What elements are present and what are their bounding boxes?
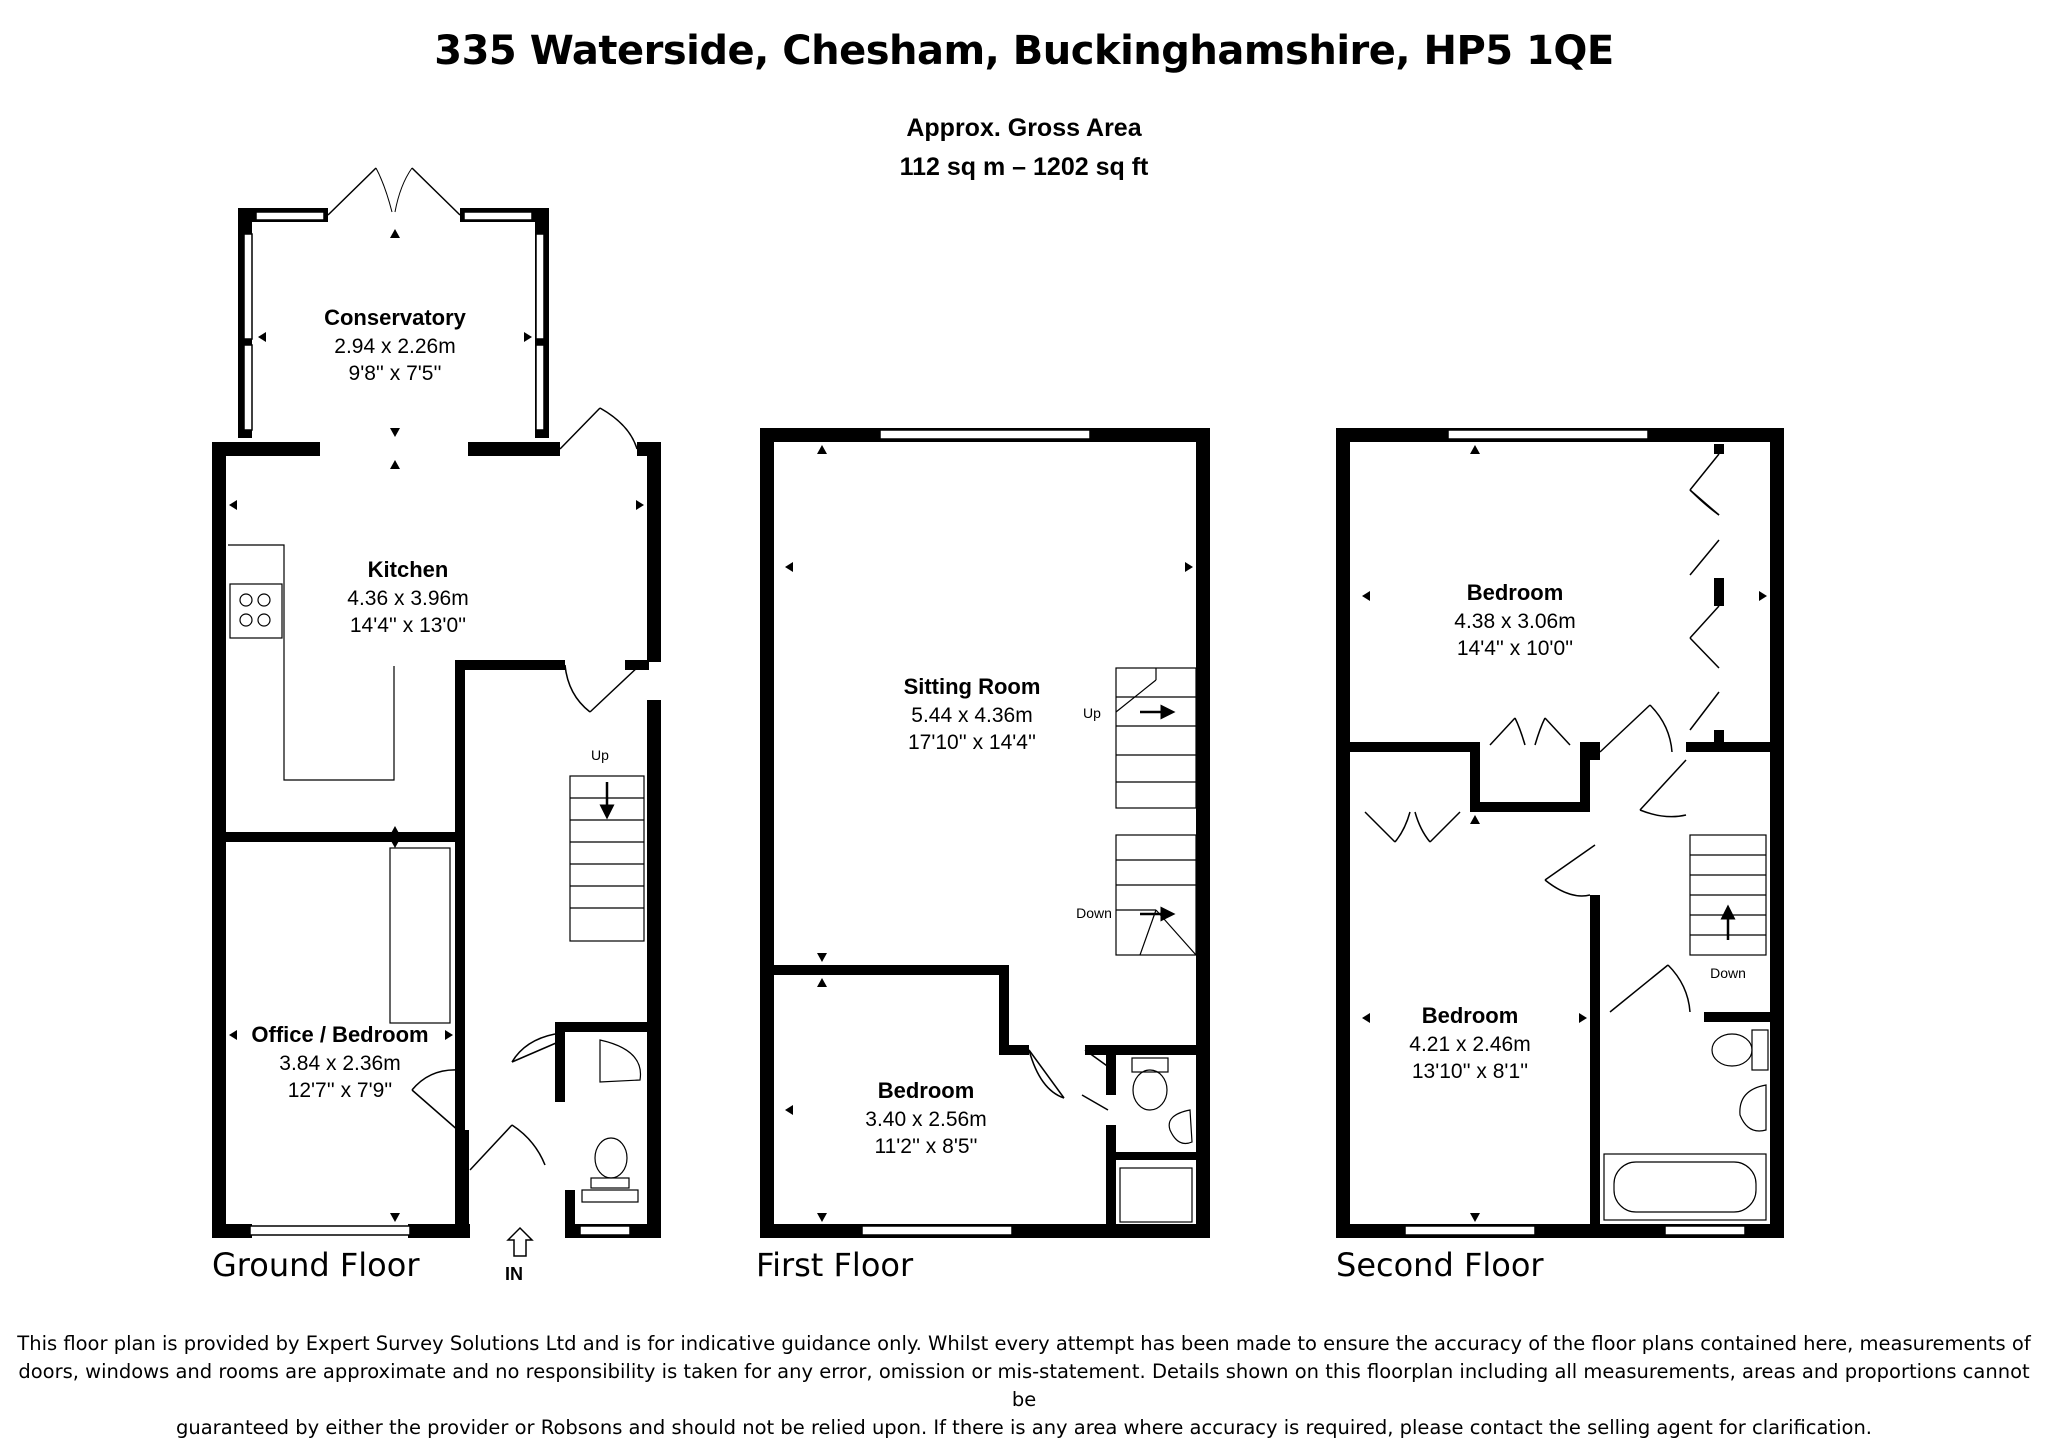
conservatory-metric: 2.94 x 2.26m (334, 335, 455, 358)
second-floor-plan: Down (1336, 428, 1784, 1238)
gross-area-value: 112 sq m – 1202 sq ft (899, 153, 1149, 181)
first-floor-plan: Up Down (760, 428, 1210, 1238)
first-stairs-up (1115, 667, 1197, 809)
office-imperial: 12'7'' x 7'9'' (288, 1079, 393, 1102)
first-ensuite-fittings (1119, 1057, 1193, 1223)
ground-stairs (569, 775, 645, 942)
first-floor-doors (1028, 1049, 1111, 1111)
second-bedroom-top-metric: 4.38 x 3.06m (1454, 610, 1575, 633)
second-floor-label: Second Floor (1336, 1246, 1544, 1284)
entrance-arrow-icon (506, 1226, 534, 1257)
disclaimer-line-1: This floor plan is provided by Expert Su… (17, 1332, 2031, 1355)
property-address-title: 335 Waterside, Chesham, Buckinghamshire,… (434, 28, 1614, 74)
sitting-room-imperial: 17'10'' x 14'4'' (908, 731, 1036, 754)
ground-floor-doors (411, 407, 641, 1171)
second-stairs-down-label: Down (1710, 965, 1746, 981)
conservatory-name: Conservatory (324, 305, 467, 330)
first-bedroom-metric: 3.40 x 2.56m (865, 1108, 986, 1131)
ground-floor-walls (212, 442, 661, 1238)
disclaimer-line-3: guaranteed by either the provider or Rob… (176, 1416, 1872, 1439)
first-floor-label: First Floor (756, 1246, 914, 1284)
first-stairs-down (1115, 834, 1197, 956)
ground-floor-plan: Up (212, 167, 661, 1257)
gross-area-label: Approx. Gross Area (906, 114, 1142, 142)
kitchen-counter (228, 544, 451, 1024)
office-metric: 3.84 x 2.36m (279, 1052, 400, 1075)
kitchen-name: Kitchen (368, 557, 449, 582)
ground-wc (581, 1039, 642, 1203)
disclaimer-line-2: doors, windows and rooms are approximate… (18, 1360, 2030, 1411)
second-bathroom-fittings (1603, 1029, 1769, 1221)
kitchen-imperial: 14'4'' x 13'0'' (350, 614, 466, 637)
second-bedroom-top-name: Bedroom (1467, 580, 1564, 605)
first-stairs-down-label: Down (1076, 905, 1112, 921)
second-bedroom-bottom-metric: 4.21 x 2.46m (1409, 1033, 1530, 1056)
conservatory-walls (238, 167, 549, 438)
second-floor-doors (1364, 453, 1720, 1013)
first-bedroom-imperial: 11'2'' x 8'5'' (874, 1135, 977, 1158)
conservatory-imperial: 9'8'' x 7'5'' (349, 362, 442, 385)
second-bedroom-bottom-name: Bedroom (1422, 1003, 1519, 1028)
office-name: Office / Bedroom (251, 1022, 428, 1047)
sitting-room-metric: 5.44 x 4.36m (911, 704, 1032, 727)
kitchen-metric: 4.36 x 3.96m (347, 587, 468, 610)
ground-floor-label: Ground Floor (212, 1246, 420, 1284)
second-bedroom-bottom-imperial: 13'10'' x 8'1'' (1412, 1060, 1528, 1083)
second-bedroom-top-imperial: 14'4'' x 10'0'' (1457, 637, 1573, 660)
second-floor-walls (1336, 428, 1784, 1238)
first-stairs-up-label: Up (1083, 705, 1101, 721)
entrance-label: IN (505, 1264, 523, 1284)
ground-stairs-up-label: Up (591, 747, 609, 763)
second-stairs (1689, 834, 1767, 956)
first-bedroom-name: Bedroom (878, 1078, 975, 1103)
disclaimer: This floor plan is provided by Expert Su… (10, 1330, 2038, 1442)
sitting-room-name: Sitting Room (904, 674, 1041, 699)
